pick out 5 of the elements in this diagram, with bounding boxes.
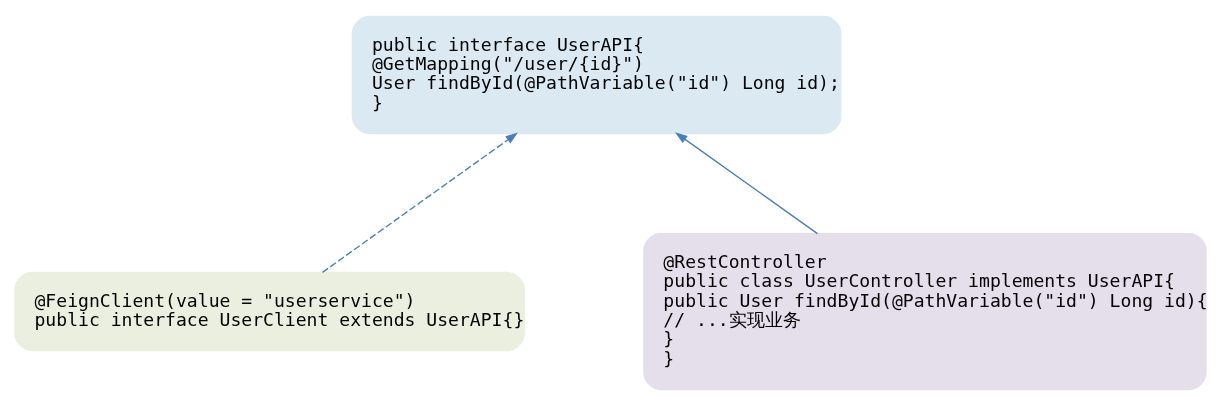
node-box: @RestController public class UserController implements UserAPI{ public User findById(@PathVariable("id") Long id){ // ...实现业务 } } — [643, 232, 1207, 390]
arrow — [321, 132, 518, 273]
node-box: public interface UserAPI{ @GetMapping("/user/{id}") User findById(@PathVariable("id") Long id); } — [351, 15, 842, 134]
node-box: @FeignClient(value = "userservice") public interface UserClient extends UserAPI{} — [14, 271, 525, 351]
arrow — [675, 131, 819, 234]
